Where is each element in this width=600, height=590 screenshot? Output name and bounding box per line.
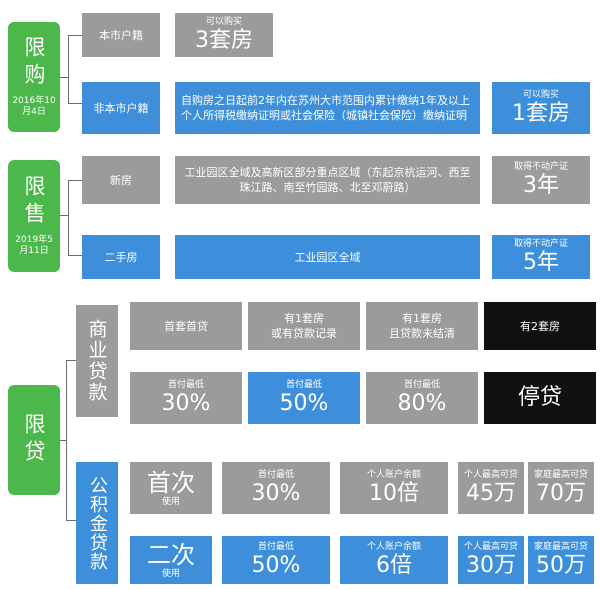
commercial-col1-top: 首付最低 [167,379,204,390]
nonlocal-condition: 自购房之日起前2年内在苏州大市范围内累计缴纳1年及以上个人所得税缴纳证明或社会保… [175,82,480,134]
second-hand-area: 工业园区全域 [175,235,480,279]
nonlocal-condition-text: 自购房之日起前2年内在苏州大市范围内累计缴纳1年及以上个人所得税缴纳证明或社会保… [181,94,470,122]
commercial-col1-value: 30% [161,390,211,416]
provident-first-family-box: 家庭最高可贷 70万 [528,462,594,514]
connector [68,180,82,181]
provident-first-personal-value: 45万 [466,480,516,506]
commercial-loan-title-box: 商业贷款 [76,305,118,417]
second-hand-limit-value: 5年 [523,249,559,275]
provident-second-sub: 使用 [161,568,180,579]
connector [60,440,66,441]
provident-first-family-top: 家庭最高可贷 [533,469,588,480]
provident-second-personal-top: 个人最高可贷 [463,541,518,552]
commercial-col3-value-box: 首付最低 80% [366,372,478,424]
commercial-loan-title: 商业贷款 [85,319,108,403]
xianshou-title-box: 限售 2019年5月11日 [8,160,60,272]
provident-second-down-top: 首付最低 [257,541,294,552]
provident-second-family-value: 50万 [536,552,586,578]
provident-first-sub: 使用 [161,496,180,507]
commercial-col2-value: 50% [279,390,329,416]
provident-second-balance-box: 个人账户余额 6倍 [340,536,448,584]
provident-second-family-box: 家庭最高可贷 50万 [528,536,594,584]
commercial-col4-value-box: 停贷 [484,372,596,424]
provident-second-balance-top: 个人账户余额 [366,541,421,552]
provident-first-personal-top: 个人最高可贷 [463,469,518,480]
connector [68,103,82,104]
new-house-limit-value: 3年 [523,172,559,198]
xiangou-title-box: 限购 2016年10月4日 [8,22,60,132]
connector [68,35,82,36]
provident-second-personal-value: 30万 [466,552,516,578]
commercial-col4-header: 有2套房 [484,302,596,350]
commercial-col3-header: 有1套房 且贷款未结清 [366,302,478,350]
new-house-area-text: 工业园区全域及高新区部分重点区域（东起京杭运河、西至珠江路、南至竹园路、北至邓蔚… [184,166,471,194]
provident-first-personal-box: 个人最高可贷 45万 [458,462,524,514]
nonlocal-quota-top: 可以购买 [522,89,559,100]
local-quota-top: 可以购买 [205,16,242,27]
provident-first-down-top: 首付最低 [257,469,294,480]
provident-first-balance-top: 个人账户余额 [366,469,421,480]
connector [60,77,68,78]
local-quota-box: 可以购买 3套房 [175,13,273,57]
provident-second-family-top: 家庭最高可贷 [533,541,588,552]
connector [68,180,69,255]
commercial-col1-header: 首套首贷 [130,302,242,350]
nonlocal-quota-value: 1套房 [512,100,570,126]
commercial-col3-value: 80% [397,390,447,416]
xiangou-date: 2016年10月4日 [12,96,56,117]
provident-loan-title-box: 公积金贷款 [76,462,118,584]
provident-second-down-box: 首付最低 50% [222,536,330,584]
provident-first-family-value: 70万 [536,480,586,506]
commercial-col2-value-box: 首付最低 50% [248,372,360,424]
provident-first-label-box: 首次 使用 [130,462,212,514]
connector [60,215,68,216]
provident-first-balance-value: 10倍 [369,480,419,506]
nonlocal-label: 非本市户籍 [82,82,160,134]
connector [68,35,69,103]
local-quota-value: 3套房 [195,27,253,53]
provident-second-balance-value: 6倍 [376,552,412,578]
new-house-label: 新房 [82,156,160,204]
connector [66,360,67,520]
new-house-limit-box: 取得不动产证 3年 [492,156,590,204]
connector [66,360,76,361]
commercial-col4-value: 停贷 [517,385,562,410]
provident-first-down-value: 30% [251,480,301,506]
provident-second-personal-box: 个人最高可贷 30万 [458,536,524,584]
provident-first-balance-box: 个人账户余额 10倍 [340,462,448,514]
xiandai-title-box: 限贷 [8,385,60,495]
xiandai-title: 限贷 [22,413,46,467]
new-house-area: 工业园区全域及高新区部分重点区域（东起京杭运河、西至珠江路、南至竹园路、北至邓蔚… [175,156,480,204]
xianshou-title: 限售 [22,175,46,229]
connector [68,255,82,256]
connector [66,520,76,521]
commercial-col2-top: 首付最低 [285,379,322,390]
nonlocal-quota-box: 可以购买 1套房 [492,82,590,134]
second-hand-label: 二手房 [82,235,160,279]
provident-loan-title: 公积金贷款 [87,475,108,571]
second-hand-limit-box: 取得不动产证 5年 [492,235,590,279]
provident-second-down-value: 50% [251,552,301,578]
commercial-col2-header: 有1套房 或有贷款记录 [248,302,360,350]
xianshou-date: 2019年5月11日 [15,235,53,256]
provident-first-label: 首次 [147,468,195,497]
provident-first-down-box: 首付最低 30% [222,462,330,514]
second-hand-limit-top: 取得不动产证 [513,238,568,249]
new-house-limit-top: 取得不动产证 [513,161,568,172]
provident-second-label-box: 二次 使用 [130,536,212,584]
commercial-col1-value-box: 首付最低 30% [130,372,242,424]
local-label: 本市户籍 [82,13,160,57]
provident-second-label: 二次 [147,540,195,569]
xiangou-title: 限购 [22,36,46,90]
commercial-col3-top: 首付最低 [403,379,440,390]
